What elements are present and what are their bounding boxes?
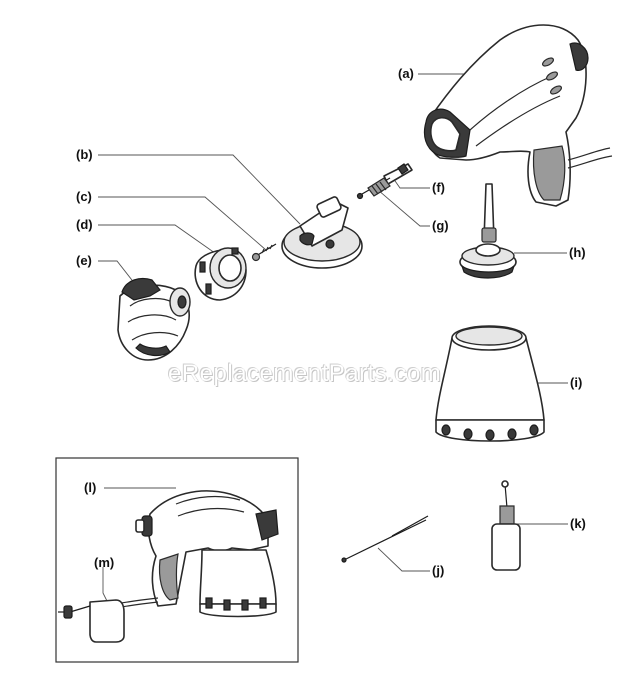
leader-m xyxy=(102,567,109,604)
label-f: (f) xyxy=(432,180,445,195)
label-d: (d) xyxy=(76,217,93,232)
part-c-screw xyxy=(251,243,277,262)
part-b-front-housing xyxy=(281,196,363,269)
leader-lines xyxy=(98,73,568,604)
leader-f xyxy=(392,177,430,189)
leader-b xyxy=(98,154,301,225)
inset-frame xyxy=(55,457,299,663)
part-k-oil-bottle xyxy=(491,480,521,571)
label-i: (i) xyxy=(570,375,583,390)
part-a-spray-gun-housing xyxy=(423,24,613,207)
part-l-assembled-sprayer xyxy=(89,490,279,618)
part-e-air-cap xyxy=(117,277,191,361)
part-j-cleaning-brush xyxy=(341,515,429,563)
label-l: (l) xyxy=(84,480,97,495)
label-h: (h) xyxy=(569,245,586,260)
label-a: (a) xyxy=(398,66,414,81)
part-g-needle-assembly xyxy=(356,177,391,200)
label-c: (c) xyxy=(76,189,92,204)
part-i-paint-container xyxy=(435,325,545,442)
label-b: (b) xyxy=(76,147,93,162)
part-d-adjustment-ring xyxy=(194,247,247,301)
label-e: (e) xyxy=(76,253,92,268)
label-k: (k) xyxy=(570,516,586,531)
label-j: (j) xyxy=(432,563,445,578)
label-g: (g) xyxy=(432,218,449,233)
leader-j xyxy=(377,547,430,572)
part-h-suction-tube xyxy=(459,183,517,279)
part-f-nozzle xyxy=(383,163,413,185)
label-m: (m) xyxy=(94,555,115,570)
leader-g xyxy=(377,189,430,227)
leader-d xyxy=(98,224,223,259)
part-m-cord-plug xyxy=(58,599,125,643)
leader-c xyxy=(98,196,267,251)
watermark-text: eReplacementParts.com xyxy=(168,360,442,387)
